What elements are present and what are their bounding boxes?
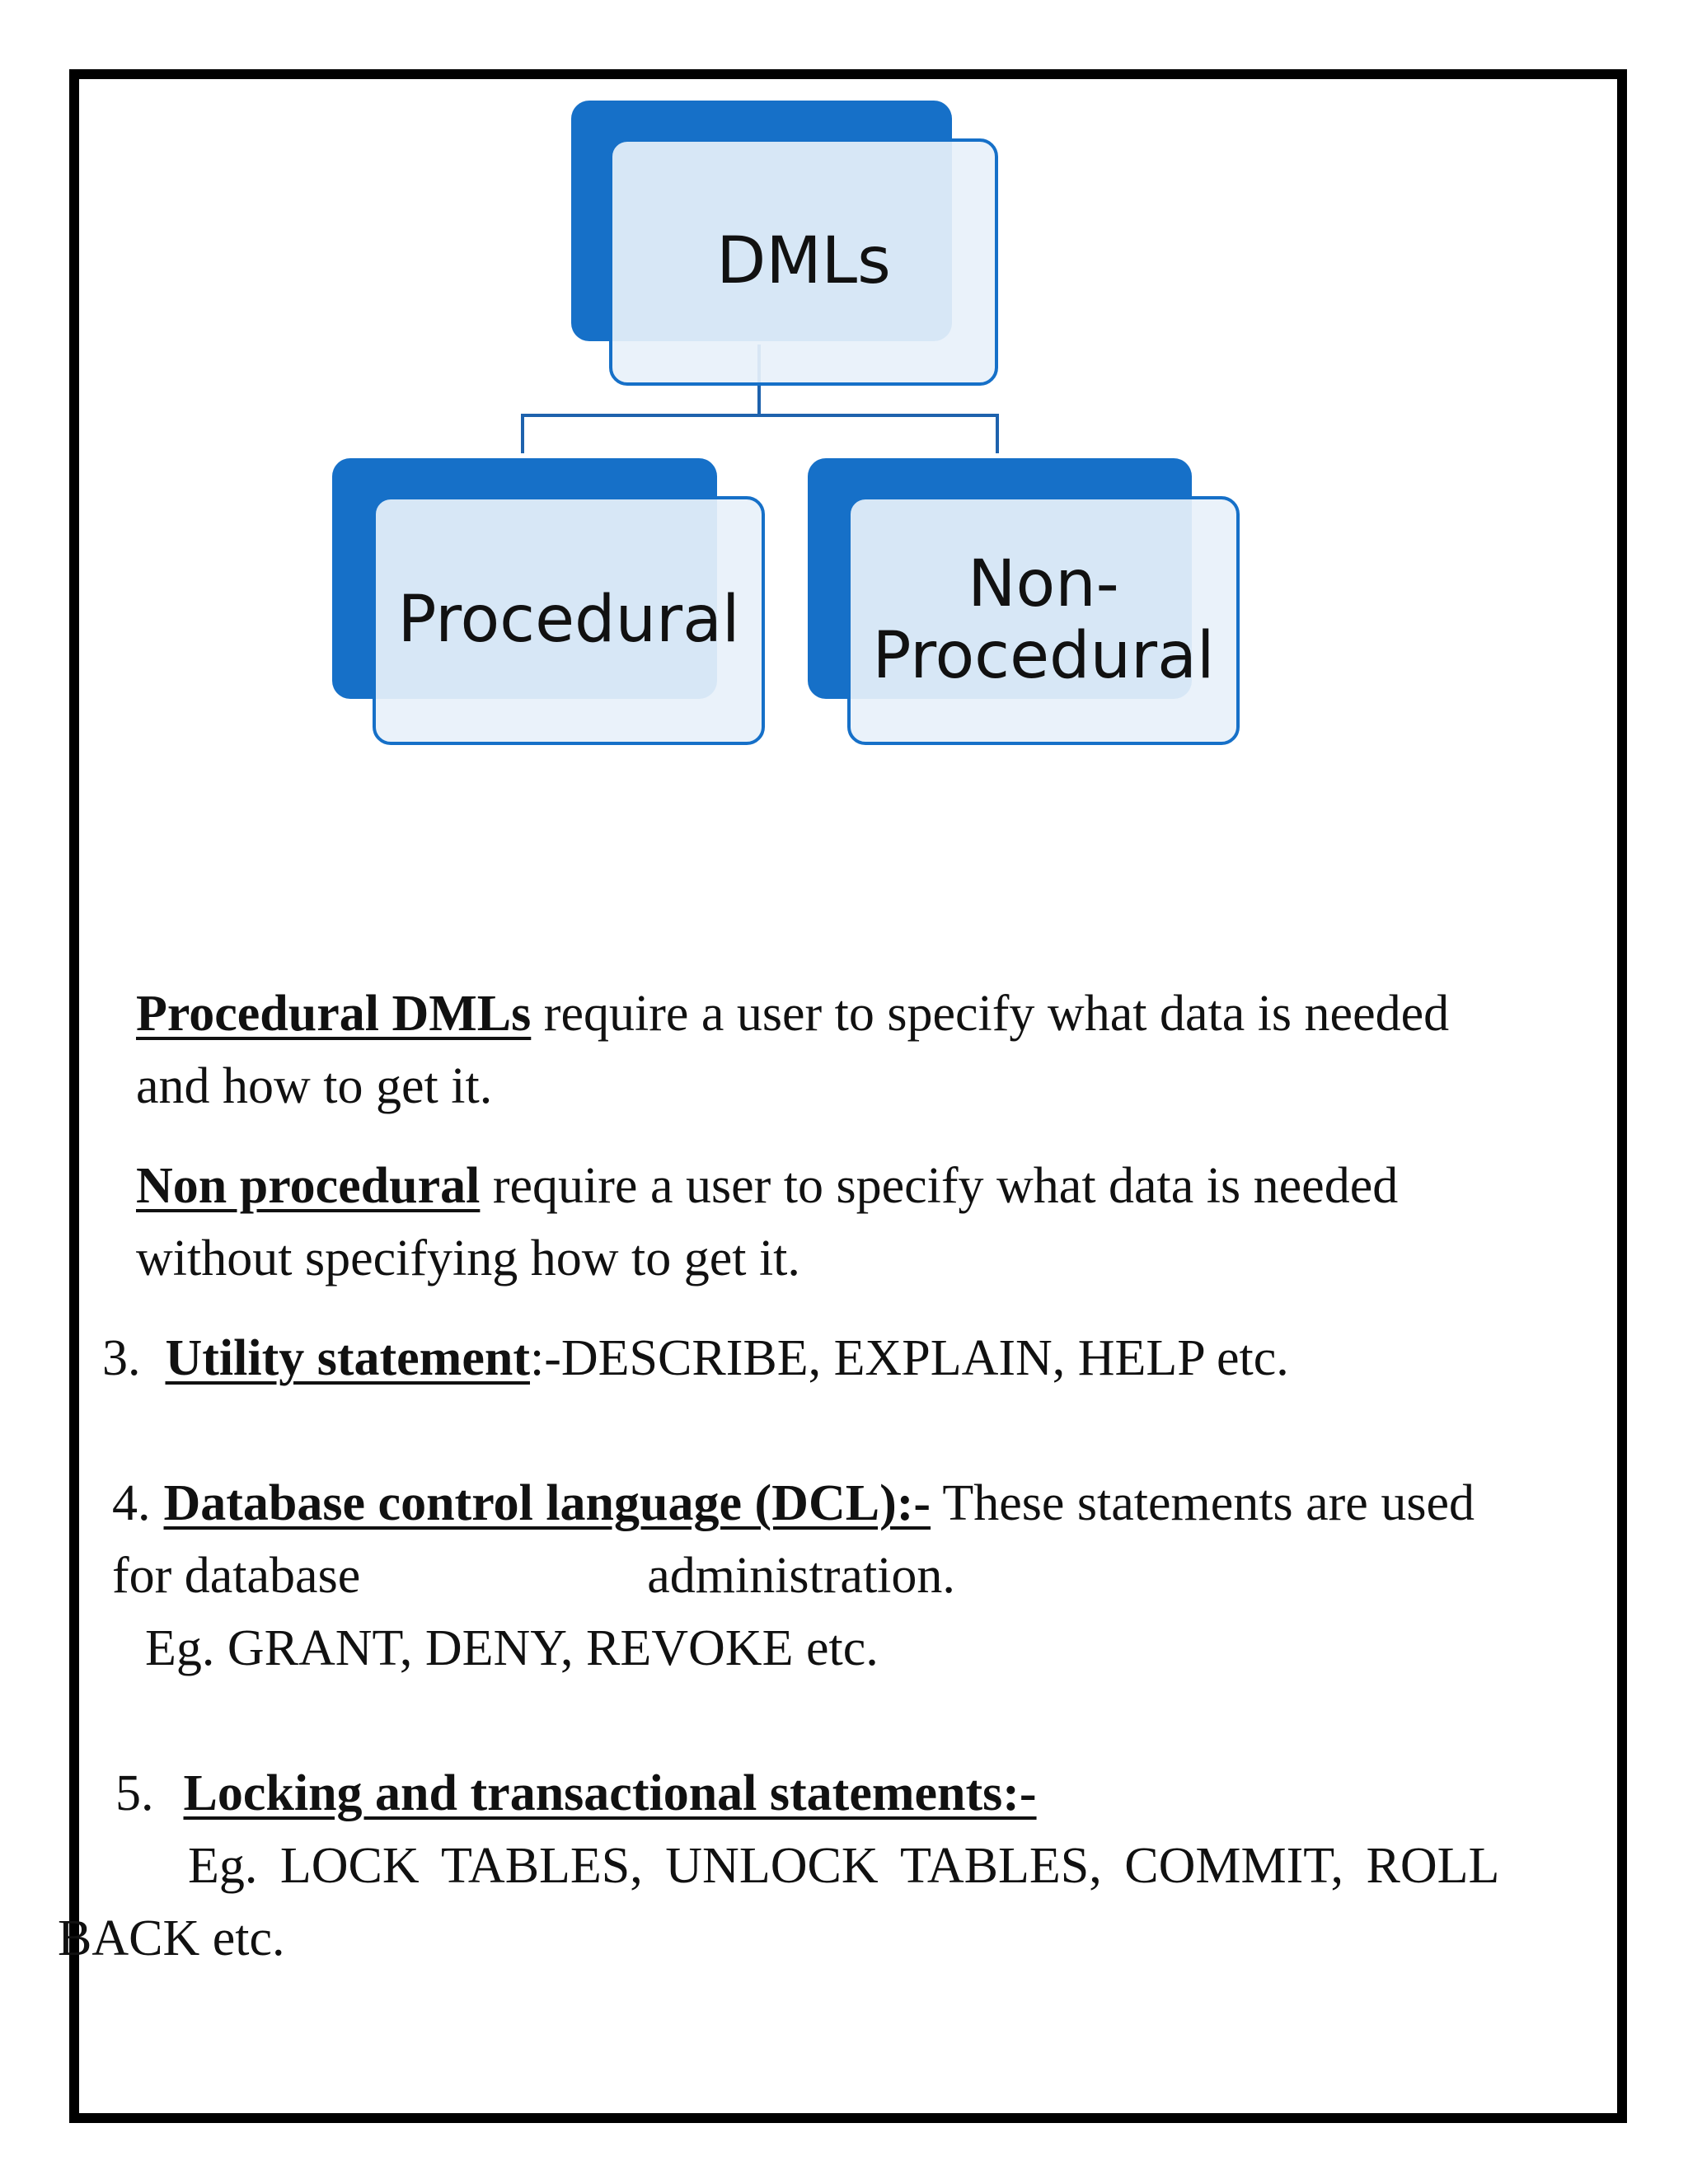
dcl-text-line2b: administration. (647, 1548, 955, 1604)
non-procedural-definition: Non procedural require a user to specify… (136, 1150, 1398, 1295)
procedural-term: Procedural DMLs (136, 986, 532, 1042)
utility-term: Utility statement (165, 1330, 530, 1386)
connector-horizontal (521, 414, 999, 417)
dcl-term: Database control language (DCL):- (163, 1475, 931, 1531)
non-procedural-node: Non- Procedural (847, 496, 1240, 745)
non-procedural-text-line2: without specifying how to get it. (136, 1230, 800, 1286)
root-node-label: DMLs (716, 224, 891, 299)
procedural-text-line2: and how to get it. (136, 1058, 493, 1114)
root-node: DMLs (609, 138, 998, 386)
locking-term: Locking and transactional statements:- (183, 1765, 1037, 1821)
non-procedural-node-label-line1: Non- (968, 546, 1119, 621)
utility-number: 3. (102, 1330, 141, 1386)
dcl-example: Eg. GRANT, DENY, REVOKE etc. (145, 1620, 879, 1676)
dcl-text-line2a: for database (112, 1548, 361, 1604)
page-border (69, 69, 1627, 2123)
procedural-node-label: Procedural (397, 583, 740, 658)
dml-hierarchy-diagram: DMLs Procedural Non- Procedural (0, 0, 1688, 758)
locking-number: 5. (115, 1765, 154, 1821)
procedural-node: Procedural (373, 496, 765, 745)
non-procedural-text-line1: require a user to specify what data is n… (480, 1158, 1399, 1214)
dcl-item: 4.Database control language (DCL):- Thes… (112, 1467, 1475, 1685)
locking-item: 5. Locking and transactional statements:-… (115, 1757, 1499, 1902)
locking-example-line2: BACK etc. (58, 1910, 285, 1966)
dcl-number: 4. (112, 1475, 151, 1531)
non-procedural-term: Non procedural (136, 1158, 481, 1214)
connector-right-drop (996, 414, 999, 453)
dcl-text-line1: These statements are used (931, 1475, 1475, 1531)
procedural-text-line1: require a user to specify what data is n… (531, 986, 1450, 1042)
connector-left-drop (521, 414, 524, 453)
utility-statement-item: 3. Utility statement:-DESCRIBE, EXPLAIN, … (102, 1322, 1289, 1394)
procedural-definition: Procedural DMLs require a user to specif… (136, 977, 1449, 1122)
non-procedural-node-label-line2: Procedural (872, 619, 1215, 693)
utility-text: :-DESCRIBE, EXPLAIN, HELP etc. (529, 1330, 1289, 1386)
locking-example-line1: Eg. LOCK TABLES, UNLOCK TABLES, COMMIT, … (188, 1838, 1500, 1894)
